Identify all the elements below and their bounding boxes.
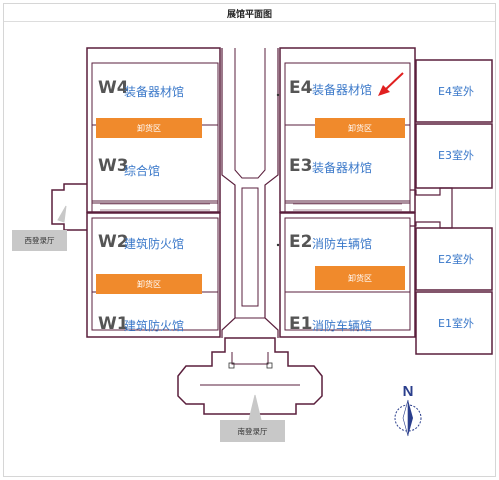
east-upper-block[interactable] bbox=[279, 47, 416, 213]
west-lobby-building[interactable] bbox=[51, 183, 87, 231]
outdoor-e3-label[interactable]: E3室外 bbox=[438, 149, 474, 162]
west-lobby-pointer bbox=[57, 205, 67, 223]
compass-icon bbox=[394, 399, 422, 437]
hall-w1-code: W1 bbox=[98, 314, 129, 334]
hall-w1-name[interactable]: 建筑防火馆 bbox=[124, 319, 185, 333]
hall-e1-name[interactable]: 消防车辆馆 bbox=[312, 319, 373, 333]
outdoor-e2-area[interactable] bbox=[415, 227, 493, 291]
hall-e2-code: E2 bbox=[289, 232, 313, 252]
spine-upper-passage bbox=[234, 48, 266, 179]
west-lower-inner bbox=[91, 217, 219, 331]
hall-e4-name[interactable]: 装备器材馆 bbox=[312, 83, 373, 97]
west-corridor bbox=[91, 200, 219, 214]
east-upper-inner bbox=[284, 62, 411, 204]
west-upper-block[interactable] bbox=[86, 47, 221, 213]
hall-w2-code: W2 bbox=[98, 232, 129, 252]
spine-dot-upper bbox=[276, 93, 280, 97]
location-arrow-icon bbox=[378, 72, 404, 96]
hall-e4-code: E4 bbox=[289, 78, 313, 98]
unloading-zone-west-upper[interactable]: 卸货区 bbox=[96, 118, 202, 138]
outdoor-e4-label[interactable]: E4室外 bbox=[438, 85, 474, 98]
south-lobby-building[interactable] bbox=[177, 337, 323, 415]
outdoor-e1-label[interactable]: E1室外 bbox=[438, 317, 474, 330]
east-corridor bbox=[284, 200, 411, 214]
hall-w4-name[interactable]: 装备器材馆 bbox=[124, 85, 185, 99]
hall-w3-name[interactable]: 综合馆 bbox=[124, 164, 161, 178]
outdoor-e3-area[interactable] bbox=[415, 123, 493, 189]
spine-east-wall bbox=[264, 48, 279, 338]
outdoor-e4-area[interactable] bbox=[415, 59, 493, 123]
hall-w2-name[interactable]: 建筑防火馆 bbox=[124, 237, 185, 251]
south-lobby-inner bbox=[231, 352, 269, 365]
hall-w4-code: W4 bbox=[98, 78, 129, 98]
entrance-marker-right bbox=[266, 362, 273, 369]
outdoor-e2-label[interactable]: E2室外 bbox=[438, 253, 474, 266]
east-connector bbox=[410, 187, 453, 229]
unloading-zone-east-upper[interactable]: 卸货区 bbox=[315, 118, 405, 138]
unloading-zone-east-lower[interactable]: 卸货区 bbox=[315, 266, 405, 290]
hall-e2-name[interactable]: 消防车辆馆 bbox=[312, 237, 373, 251]
east-lower-inner bbox=[284, 217, 411, 331]
west-lobby-badge[interactable]: 西登录厅 bbox=[12, 230, 67, 251]
hall-e3-code: E3 bbox=[289, 156, 313, 176]
spine-dot-lower bbox=[276, 243, 280, 247]
title-divider bbox=[4, 21, 495, 22]
corridor-hatches bbox=[100, 203, 402, 211]
spine-central-passage bbox=[241, 187, 259, 307]
compass-north-label: N bbox=[402, 383, 414, 400]
page-title: 展馆平面图 bbox=[226, 10, 272, 20]
hall-w3-code: W3 bbox=[98, 156, 129, 176]
entrance-marker-left bbox=[228, 362, 235, 369]
unloading-zone-west-lower[interactable]: 卸货区 bbox=[96, 274, 202, 294]
south-lobby-pointer bbox=[248, 394, 262, 421]
map-frame bbox=[3, 3, 496, 477]
west-upper-inner bbox=[91, 62, 219, 204]
hall-e1-code: E1 bbox=[289, 314, 313, 334]
spine-west-wall bbox=[221, 48, 236, 338]
outdoor-e1-area[interactable] bbox=[415, 291, 493, 355]
hall-e3-name[interactable]: 装备器材馆 bbox=[312, 161, 373, 175]
south-lobby-badge[interactable]: 南登录厅 bbox=[220, 420, 285, 442]
